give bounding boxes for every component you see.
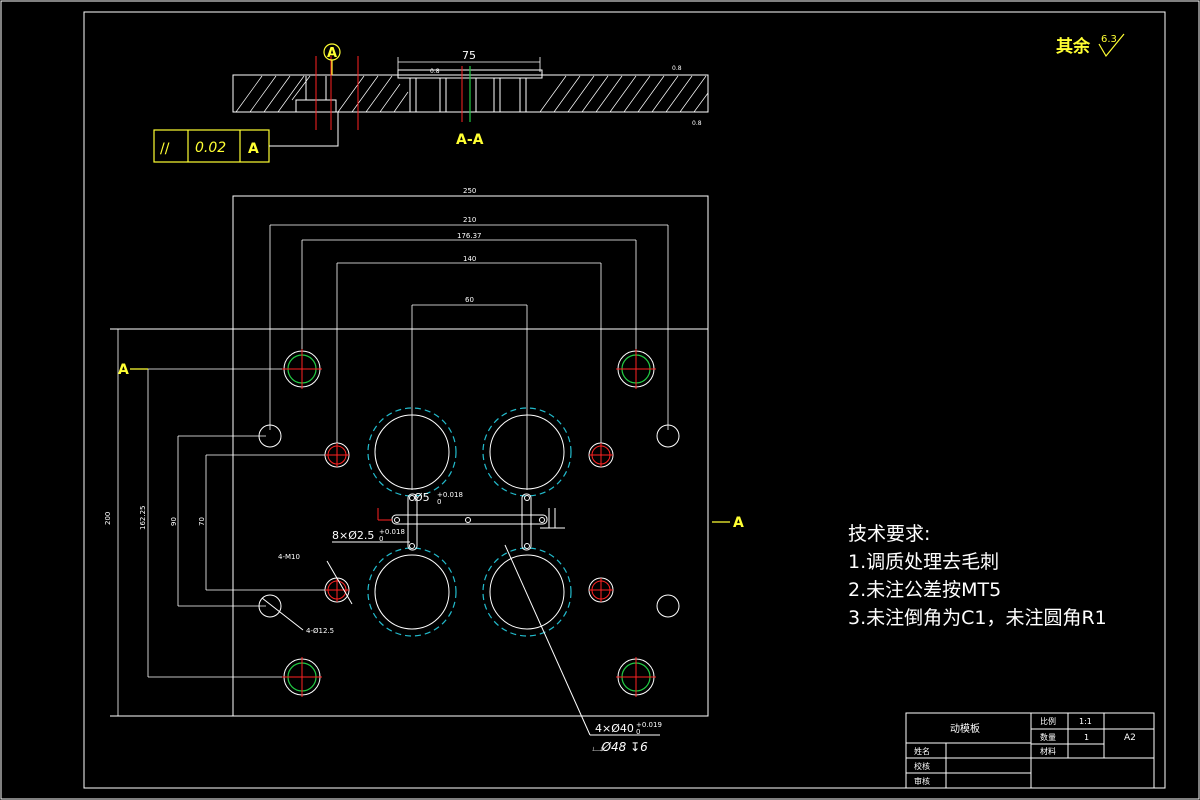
- section-title: A-A: [456, 132, 484, 148]
- threaded-hole: [324, 577, 350, 603]
- guide-bushing: [616, 657, 656, 697]
- section-mark-right: A: [733, 515, 744, 531]
- runner-system: [377, 493, 565, 551]
- rough-1: 0.8: [430, 68, 440, 75]
- dim-90: 90: [170, 517, 178, 526]
- guide-bushing: [616, 349, 656, 389]
- plain-hole: [656, 424, 680, 448]
- dim-250: 250: [463, 187, 476, 195]
- tolerance-datum: A: [248, 141, 259, 157]
- plain-hole: [258, 594, 282, 618]
- dim-140: 140: [463, 255, 476, 263]
- cavity-pocket: [482, 407, 572, 497]
- tech-line-1: 1.调质处理去毛刺: [848, 551, 999, 573]
- cavity-pocket: [367, 407, 457, 497]
- dim-200: 200: [104, 512, 112, 525]
- callout-8-tol-top: +0.018: [379, 528, 405, 536]
- tech-requirements: 技术要求: 1.调质处理去毛刺 2.未注公差按MT5 3.未注倒角为C1，未注圆…: [848, 523, 1107, 629]
- callout-12: 4-Ø12.5: [306, 627, 334, 635]
- parallelism-icon: //: [160, 141, 170, 157]
- check-label: 校核: [914, 761, 930, 771]
- dim-70: 70: [198, 517, 206, 526]
- callout-m10: 4-M10: [278, 553, 300, 561]
- dim-176: 176.37: [457, 232, 482, 240]
- review-label: 审核: [914, 776, 930, 786]
- threaded-hole: [588, 442, 614, 468]
- dim-210: 210: [463, 216, 476, 224]
- tech-line-3: 3.未注倒角为C1，未注圆角R1: [848, 607, 1107, 629]
- plain-hole: [656, 594, 680, 618]
- threaded-hole: [324, 442, 350, 468]
- qty-label: 数量: [1040, 732, 1056, 742]
- threaded-hole: [588, 577, 614, 603]
- tech-line-2: 2.未注公差按MT5: [848, 579, 1001, 601]
- callout-40-tol-bot: 0: [636, 728, 640, 736]
- callout-8-tol-bot: 0: [379, 535, 383, 543]
- plan-view: 250 210 176.37 140 60 200 162.25 90 70 A: [104, 187, 744, 754]
- datum-a-label: A: [327, 46, 337, 61]
- callout-phi5: Ø5: [414, 491, 430, 504]
- callout-phi5-tol-top: +0.018: [437, 491, 463, 499]
- guide-bushing: [282, 657, 322, 697]
- tolerance-frame: // 0.02 A: [153, 112, 339, 163]
- cavity-pocket: [367, 547, 457, 637]
- title-block: 动模板 比例 1:1 数量 1 A2 材料 姓名 校核 审核: [905, 712, 1155, 789]
- section-hatching: [235, 75, 709, 113]
- sheet-size: A2: [1124, 733, 1136, 743]
- rough-2: 0.8: [672, 65, 682, 72]
- tech-heading: 技术要求:: [848, 523, 930, 545]
- dim-162: 162.25: [139, 506, 147, 531]
- drawing-frame: [83, 11, 1166, 789]
- guide-bushing: [282, 349, 322, 389]
- scale-value: 1:1: [1079, 717, 1092, 726]
- callout-40: 4×Ø40: [595, 722, 634, 735]
- surface-note-value: 6.3: [1101, 34, 1117, 45]
- section-view: A 75 0.8 0.8 0.8 A-A: [232, 43, 709, 148]
- roughness-symbol-icon: [1098, 33, 1125, 58]
- drawn-label: 姓名: [914, 746, 930, 756]
- part-name: 动模板: [950, 722, 980, 735]
- rough-3: 0.8: [692, 120, 702, 127]
- plate-outline: [232, 195, 709, 717]
- section-mark-left: A: [118, 362, 129, 378]
- scale-label: 比例: [1040, 716, 1056, 726]
- tolerance-value: 0.02: [195, 140, 226, 156]
- dim-75: 75: [462, 49, 476, 62]
- cavity-pocket: [482, 547, 572, 637]
- callout-8: 8×Ø2.5: [332, 529, 374, 542]
- surface-note-prefix: 其余: [1056, 36, 1091, 57]
- plain-hole: [258, 424, 282, 448]
- qty-value: 1: [1084, 733, 1089, 742]
- callout-40-tol-top: +0.019: [636, 721, 662, 729]
- dim-60: 60: [465, 296, 474, 304]
- material-label: 材料: [1040, 746, 1056, 756]
- callout-phi5-tol-bot: 0: [437, 498, 441, 506]
- callout-48: ⌴Ø48 ↧6: [592, 740, 648, 754]
